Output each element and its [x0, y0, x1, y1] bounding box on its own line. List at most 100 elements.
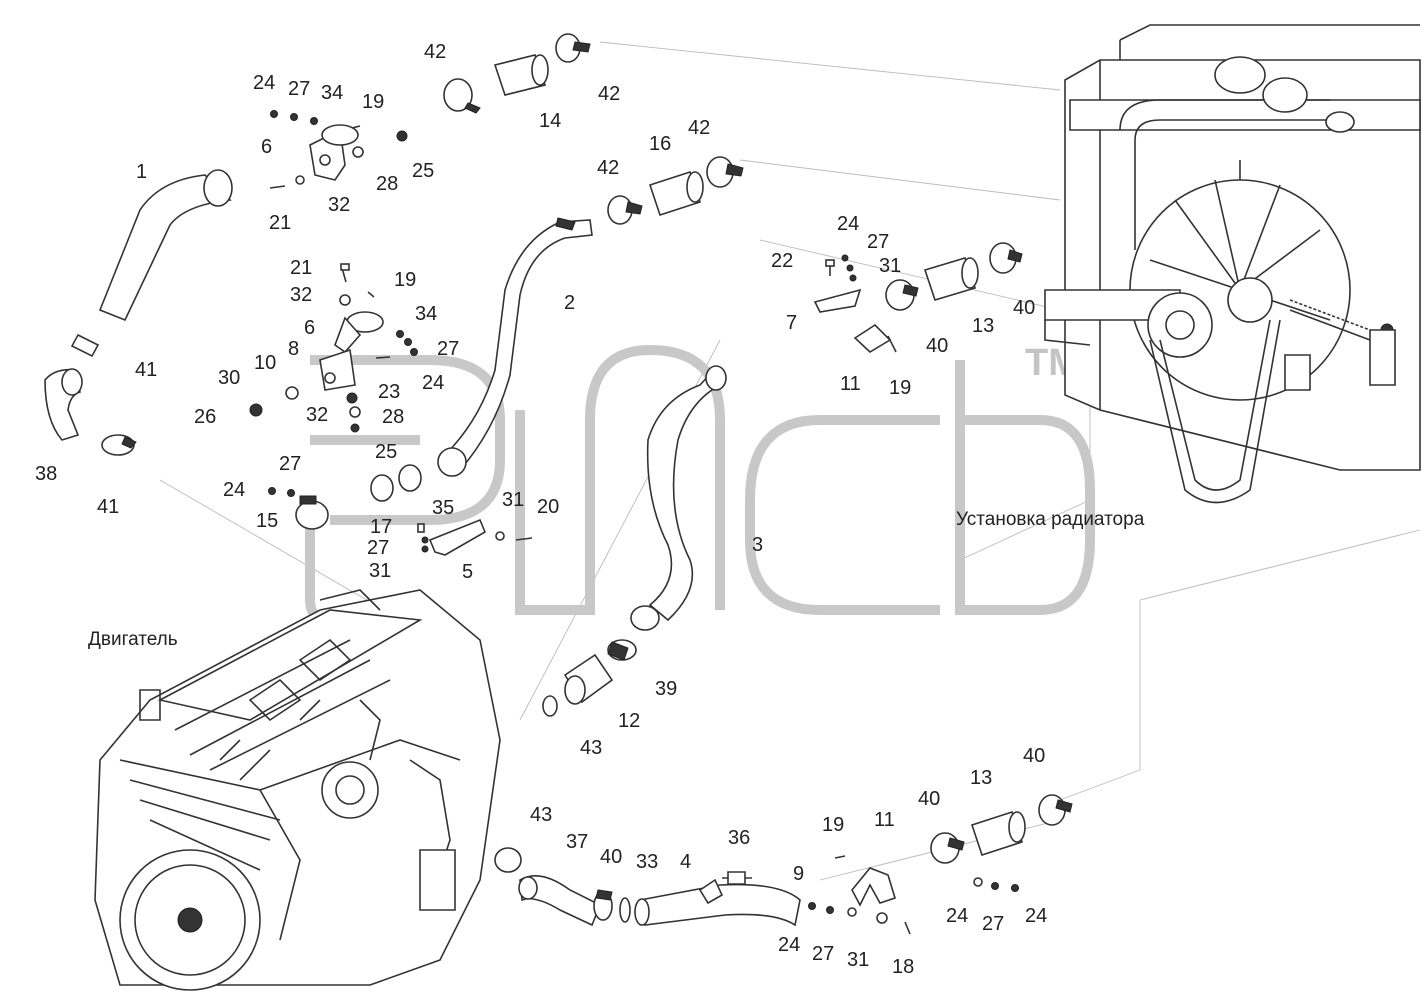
callout-38: 38 [35, 463, 57, 485]
callout-40: 40 [1013, 297, 1035, 319]
callout-24: 24 [422, 372, 444, 394]
callout-14: 14 [539, 110, 561, 132]
part-40-clamp-1 [885, 279, 919, 311]
callout-6: 6 [304, 317, 315, 339]
callout-27: 27 [812, 943, 834, 965]
part-7-bracket [813, 254, 862, 313]
callout-25: 25 [375, 441, 397, 463]
callout-24: 24 [778, 934, 800, 956]
callout-26: 26 [194, 406, 216, 428]
callout-21: 21 [290, 257, 312, 279]
part-25-rings [370, 464, 422, 502]
callout-23: 23 [378, 381, 400, 403]
callout-24: 24 [223, 479, 245, 501]
callout-31: 31 [879, 255, 901, 277]
part-40-clamp-2 [989, 242, 1023, 274]
part-11-bracket-upper [853, 323, 897, 353]
callout-2: 2 [564, 292, 575, 314]
part-5-bracket [417, 518, 533, 556]
part-40-clamp-3 [930, 832, 965, 864]
part-14-sleeve [493, 54, 549, 96]
callout-40: 40 [1023, 745, 1045, 767]
callout-40: 40 [926, 335, 948, 357]
callout-35: 35 [432, 497, 454, 519]
callout-4: 4 [680, 851, 691, 873]
callout-33: 33 [636, 851, 658, 873]
engine-drawing [94, 589, 501, 991]
callout-24: 24 [837, 213, 859, 235]
callout-32: 32 [328, 194, 350, 216]
callout-19: 19 [889, 377, 911, 399]
callout-27: 27 [982, 913, 1004, 935]
callout-32: 32 [306, 404, 328, 426]
callout-16: 16 [649, 133, 671, 155]
part-33-ring [619, 897, 631, 923]
part-11-bracket-lower [808, 855, 1019, 935]
callout-27: 27 [288, 78, 310, 100]
small-fasteners-top [269, 110, 408, 189]
callout-6: 6 [261, 136, 272, 158]
callout-43: 43 [530, 804, 552, 826]
part-15-clamp [268, 487, 329, 530]
callout-42: 42 [598, 83, 620, 105]
callout-37: 37 [566, 831, 588, 853]
callout-34: 34 [321, 82, 343, 104]
part-40-clamp-4 [1038, 794, 1073, 826]
part-43-clamp-upper [542, 695, 558, 717]
part-12-sleeve [563, 653, 614, 705]
callout-28: 28 [376, 173, 398, 195]
callout-21: 21 [269, 212, 291, 234]
bracket-6-top [309, 124, 359, 181]
part-3-pipe [630, 365, 727, 631]
callout-19: 19 [362, 91, 384, 113]
callout-24: 24 [946, 905, 968, 927]
callout-36: 36 [728, 827, 750, 849]
callout-12: 12 [618, 710, 640, 732]
callout-13: 13 [972, 315, 994, 337]
part-40-clamp-5 [593, 889, 613, 921]
part-16-sleeve [648, 170, 704, 217]
callout-5: 5 [462, 561, 473, 583]
callout-31: 31 [847, 949, 869, 971]
part-41-clamp-b [101, 434, 137, 456]
callout-11: 11 [840, 373, 861, 395]
callout-27: 27 [867, 231, 889, 253]
callout-20: 20 [537, 496, 559, 518]
callout-19: 19 [822, 814, 844, 836]
callout-27: 27 [367, 537, 389, 559]
callout-15: 15 [256, 510, 278, 532]
part-36-fitting [722, 871, 752, 885]
callout-7: 7 [786, 312, 797, 334]
callout-24: 24 [1025, 905, 1047, 927]
callout-11: 11 [874, 809, 895, 831]
callout-31: 31 [369, 560, 391, 582]
callout-labels: 1 2 3 4 5 6 6 7 8 9 10 11 11 12 13 13 14… [35, 41, 1047, 978]
callout-10: 10 [254, 352, 276, 374]
part-42-clamp-3 [607, 195, 643, 225]
callout-42: 42 [688, 117, 710, 139]
callout-18: 18 [892, 956, 914, 978]
part-42-clamp-4 [706, 156, 744, 188]
part-39-clamp [607, 639, 637, 661]
callout-41: 41 [135, 359, 157, 381]
radiator-caption: Установка радиатора [956, 509, 1145, 530]
callout-24: 24 [253, 72, 275, 94]
callout-25: 25 [412, 160, 434, 182]
callout-8: 8 [288, 338, 299, 360]
callout-17: 17 [370, 516, 392, 538]
part-1-hose [98, 169, 233, 322]
part-42-clamp-2 [555, 33, 591, 63]
radiator-assembly [1044, 24, 1421, 504]
part-37-hose [518, 874, 602, 927]
callout-34: 34 [415, 303, 437, 325]
callout-32: 32 [290, 284, 312, 306]
engine-caption: Двигатель [88, 629, 178, 650]
part-38-elbow [44, 368, 83, 441]
part-43-clamp-lower [494, 847, 522, 873]
callout-39: 39 [655, 678, 677, 700]
callout-42: 42 [424, 41, 446, 63]
part-2-pipe [437, 217, 593, 477]
callout-13: 13 [970, 767, 992, 789]
callout-30: 30 [218, 367, 240, 389]
